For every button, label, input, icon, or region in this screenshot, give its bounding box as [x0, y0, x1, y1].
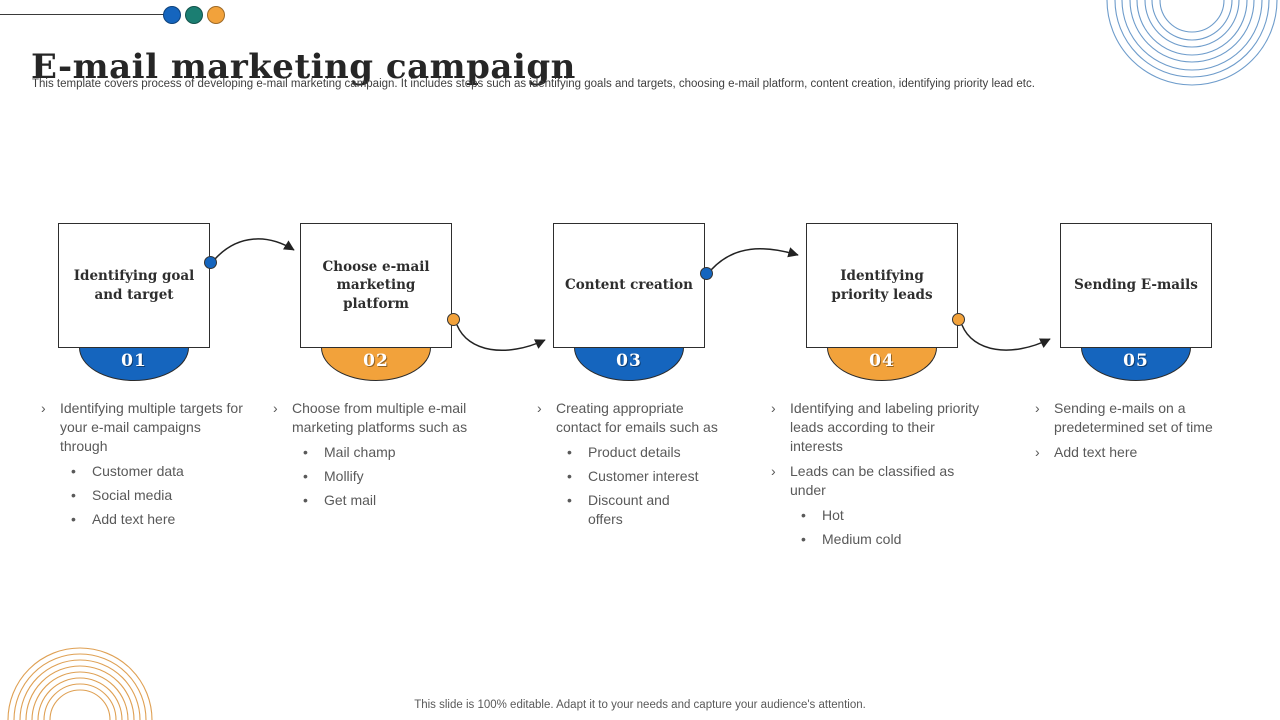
step-number-badge-1: 01	[79, 347, 189, 381]
step-title: Identifying goal and target	[73, 268, 195, 303]
list-item: Identifying multiple targets for your e-…	[40, 399, 252, 456]
editable-note: This slide is 100% editable. Adapt it to…	[414, 699, 866, 711]
step-box-4: Identifying priority leads	[806, 223, 958, 348]
list-item: Discount and offers	[536, 491, 698, 529]
step-box-3: Content creation	[553, 223, 705, 348]
list-item: Mail champ	[272, 443, 484, 462]
list-item: Customer interest	[536, 467, 726, 486]
step-box-5: Sending E-mails	[1060, 223, 1212, 348]
list-item: Add text here	[40, 510, 252, 529]
step-box-2: Choose e-mail marketing platform	[300, 223, 452, 348]
header-dot-blue-icon	[163, 6, 181, 24]
step-number-badge-3: 03	[574, 347, 684, 381]
header-dot-teal-icon	[185, 6, 203, 24]
connector-dot-2	[447, 313, 460, 326]
list-item: Get mail	[272, 491, 484, 510]
step-number-badge-4: 04	[827, 347, 937, 381]
header-rule-line	[0, 14, 166, 15]
connector-dot-4	[952, 313, 965, 326]
list-item: Medium cold	[770, 530, 982, 549]
list-item: Creating appropriate contact for emails …	[536, 399, 726, 437]
step-details-5: Sending e-mails on a predetermined set o…	[1034, 399, 1246, 468]
step-box-1: Identifying goal and target	[58, 223, 210, 348]
connector-dot-3	[700, 267, 713, 280]
step-title: Choose e-mail marketing platform	[322, 259, 430, 312]
list-item: Social media	[40, 486, 252, 505]
step-title: Identifying priority leads	[831, 268, 933, 303]
step-title: Content creation	[565, 277, 693, 294]
step-details-3: Creating appropriate contact for emails …	[536, 399, 726, 534]
step-number-badge-5: 05	[1081, 347, 1191, 381]
step-number-badge-2: 02	[321, 347, 431, 381]
list-item: Add text here	[1034, 443, 1246, 462]
step-details-2: Choose from multiple e-mail marketing pl…	[272, 399, 484, 515]
list-item: Hot	[770, 506, 982, 525]
list-item: Choose from multiple e-mail marketing pl…	[272, 399, 484, 437]
list-item: Mollify	[272, 467, 484, 486]
list-item: Product details	[536, 443, 726, 462]
list-item: Customer data	[40, 462, 252, 481]
step-details-4: Identifying and labeling priority leads …	[770, 399, 982, 554]
connector-dot-1	[204, 256, 217, 269]
page-title: E-mail marketing campaign	[31, 46, 576, 87]
list-item: Identifying and labeling priority leads …	[770, 399, 982, 456]
header-dot-orange-icon	[207, 6, 225, 24]
step-details-1: Identifying multiple targets for your e-…	[40, 399, 252, 534]
step-title: Sending E-mails	[1074, 277, 1198, 294]
list-item: Leads can be classified as under	[770, 462, 982, 500]
slide-subtitle: This template covers process of developi…	[32, 78, 1035, 90]
list-item: Sending e-mails on a predetermined set o…	[1034, 399, 1246, 437]
